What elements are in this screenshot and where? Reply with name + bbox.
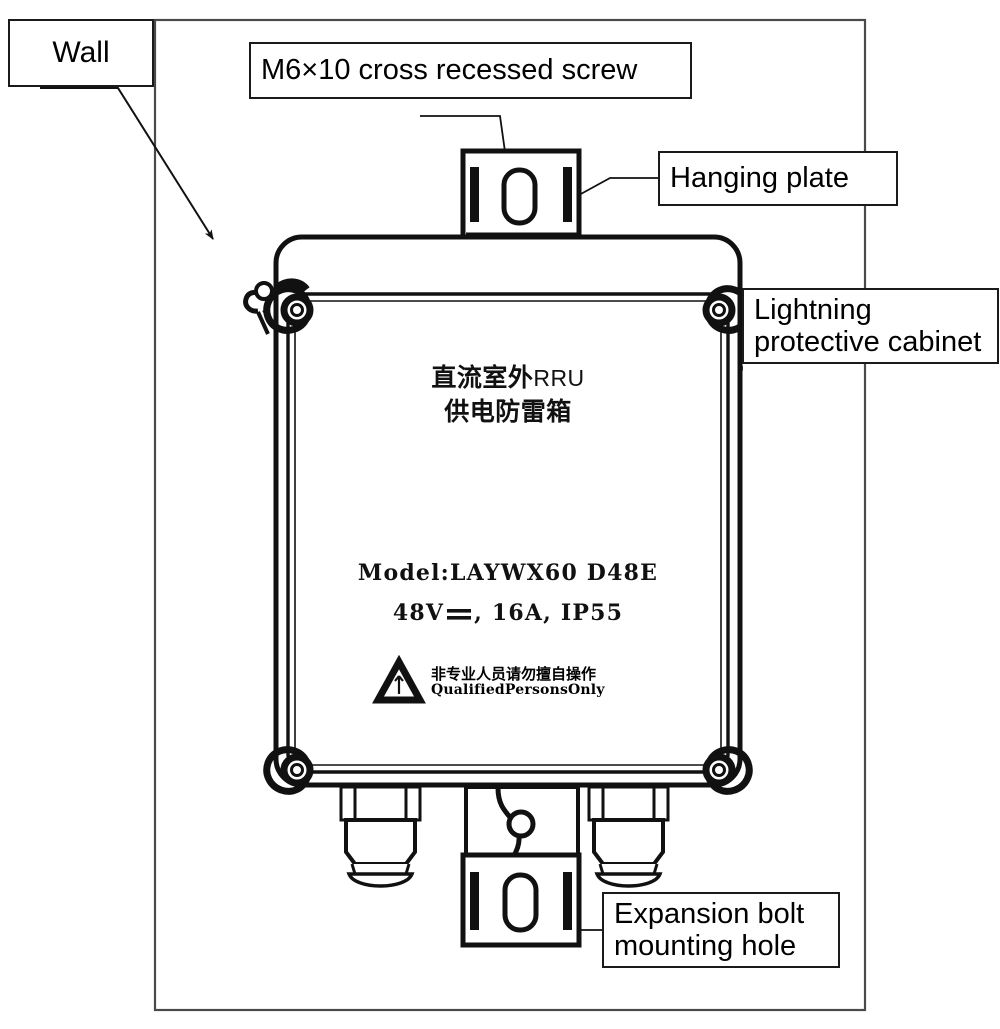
warning-text-en: QualifiedPersonsOnly — [431, 681, 605, 698]
corner-screw-bottom-right — [702, 746, 753, 795]
callout-screw-label: M6×10 cross recessed screw — [261, 54, 638, 87]
cable-gland-right — [587, 785, 670, 888]
warning-text-cn: 非专业人员请勿擅自操作 — [431, 665, 597, 684]
bottom-mounting-bracket — [464, 785, 580, 860]
callout-lightning-cabinet-line1: Lightning — [754, 293, 872, 326]
callout-hanging-plate[interactable]: Hanging plate — [658, 151, 898, 206]
expansion-bolt-mounting-hole — [502, 872, 539, 933]
corner-screw-bottom-left — [263, 746, 314, 795]
callout-screw[interactable]: M6×10 cross recessed screw — [249, 42, 692, 99]
callout-lightning-cabinet[interactable]: Lightning protective cabinet — [742, 288, 999, 364]
warning-icon-spacer — [378, 660, 424, 704]
callout-lightning-cabinet-line2: protective cabinet — [754, 326, 982, 358]
bottom-hanging-plate — [460, 852, 582, 948]
rating-line: 48V , 16A, IP55 — [276, 600, 740, 626]
product-name-cn-1: 直流室外 — [431, 363, 534, 392]
dc-symbol-icon — [447, 609, 472, 620]
callout-expansion-bolt-line2: mounting hole — [614, 930, 797, 962]
leader-line-wall — [40, 87, 214, 240]
warning-label-block: 非专业人员请勿擅自操作 QualifiedPersonsOnly — [378, 660, 605, 704]
model-line: Model:LAYWX60 D48E — [357, 560, 659, 586]
callout-wall-label: Wall — [52, 36, 110, 70]
product-name-line-1: 直流室外RRU — [276, 358, 740, 394]
rating-rest: , 16A, IP55 — [474, 600, 624, 626]
callout-expansion-bolt-line1: Expansion bolt — [614, 897, 805, 930]
product-name-latin: RRU — [533, 365, 585, 391]
warning-triangle-icon — [372, 654, 426, 704]
callout-hanging-plate-label: Hanging plate — [670, 162, 849, 195]
rating-voltage: 48V — [392, 600, 445, 626]
product-name-line-2: 供电防雷箱 — [444, 397, 572, 426]
callout-expansion-bolt[interactable]: Expansion bolt mounting hole — [602, 892, 840, 968]
wall-outline-frame — [153, 18, 867, 1012]
warning-text: 非专业人员请勿擅自操作 QualifiedPersonsOnly — [431, 666, 605, 697]
corner-screw-top-left — [243, 278, 314, 335]
top-hanging-plate — [460, 148, 582, 240]
cable-gland-left — [339, 785, 422, 888]
callout-wall[interactable]: Wall — [8, 19, 154, 87]
